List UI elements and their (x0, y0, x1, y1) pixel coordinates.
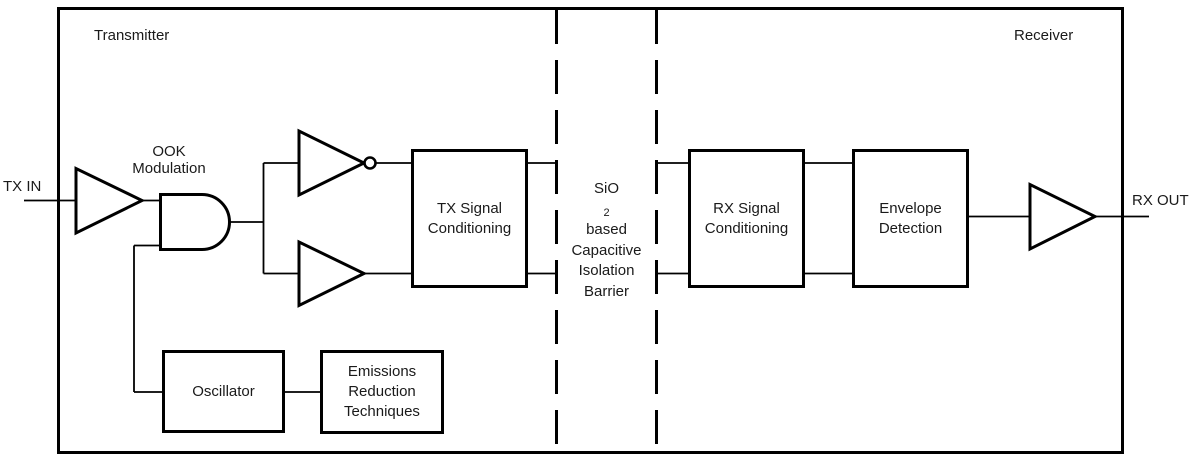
transmitter-section-title: Transmitter (94, 27, 170, 44)
envelope-detection-block: Envelope Detection (852, 149, 969, 288)
input-buffer-symbol (74, 166, 146, 236)
rx-signal-conditioning-block: RX Signal Conditioning (688, 149, 805, 288)
tx-signal-conditioning-label-line1: TX Signal (436, 199, 503, 217)
ook-caption-line2: Modulation (132, 160, 206, 177)
chip-outline-box (57, 7, 1124, 454)
envelope-detection-label-line1: Envelope (879, 199, 942, 217)
and-gate-symbol (159, 193, 231, 251)
barrier-caption-line4: Barrier (583, 282, 629, 300)
inverter-symbol (297, 128, 368, 198)
output-buffer-symbol (1028, 182, 1099, 252)
tx-in-label: TX IN (3, 178, 42, 195)
tx-signal-conditioning-block: TX Signal Conditioning (411, 149, 528, 288)
noninverting-buffer-symbol (297, 239, 368, 308)
emissions-label-line2: Reduction (348, 383, 416, 400)
barrier-caption-line2: Capacitive (571, 241, 642, 259)
isolation-barrier-caption: SiO 2 based Capacitive Isolation Barrier (556, 179, 657, 302)
emissions-reduction-block: Emissions Reduction Techniques (320, 350, 444, 434)
ook-caption-line1: OOK (152, 143, 186, 160)
emissions-label-line3: Techniques (344, 403, 420, 420)
wire-group (24, 162, 1149, 393)
barrier-caption-line3: Isolation (578, 262, 635, 279)
oscillator-label: Oscillator (192, 382, 255, 400)
ook-modulation-caption: OOK Modulation (119, 143, 219, 177)
barrier-caption-line1: SiO 2 based (556, 179, 657, 241)
receiver-section-title: Receiver (1014, 27, 1074, 44)
oscillator-block: Oscillator (162, 350, 285, 433)
rx-out-label: RX OUT (1132, 192, 1189, 209)
inverter-bubble (363, 156, 377, 170)
barrier-formula-suffix: based (586, 221, 627, 238)
barrier-formula-base: SiO (593, 180, 619, 197)
tx-signal-conditioning-label-line2: Conditioning (427, 219, 512, 237)
emissions-label-line1: Emissions (347, 363, 417, 380)
envelope-detection-label-line2: Detection (878, 219, 943, 237)
rx-signal-conditioning-label-line2: Conditioning (704, 219, 789, 237)
rx-signal-conditioning-label-line1: RX Signal (713, 199, 780, 217)
barrier-formula-subscript: 2 (603, 206, 610, 219)
